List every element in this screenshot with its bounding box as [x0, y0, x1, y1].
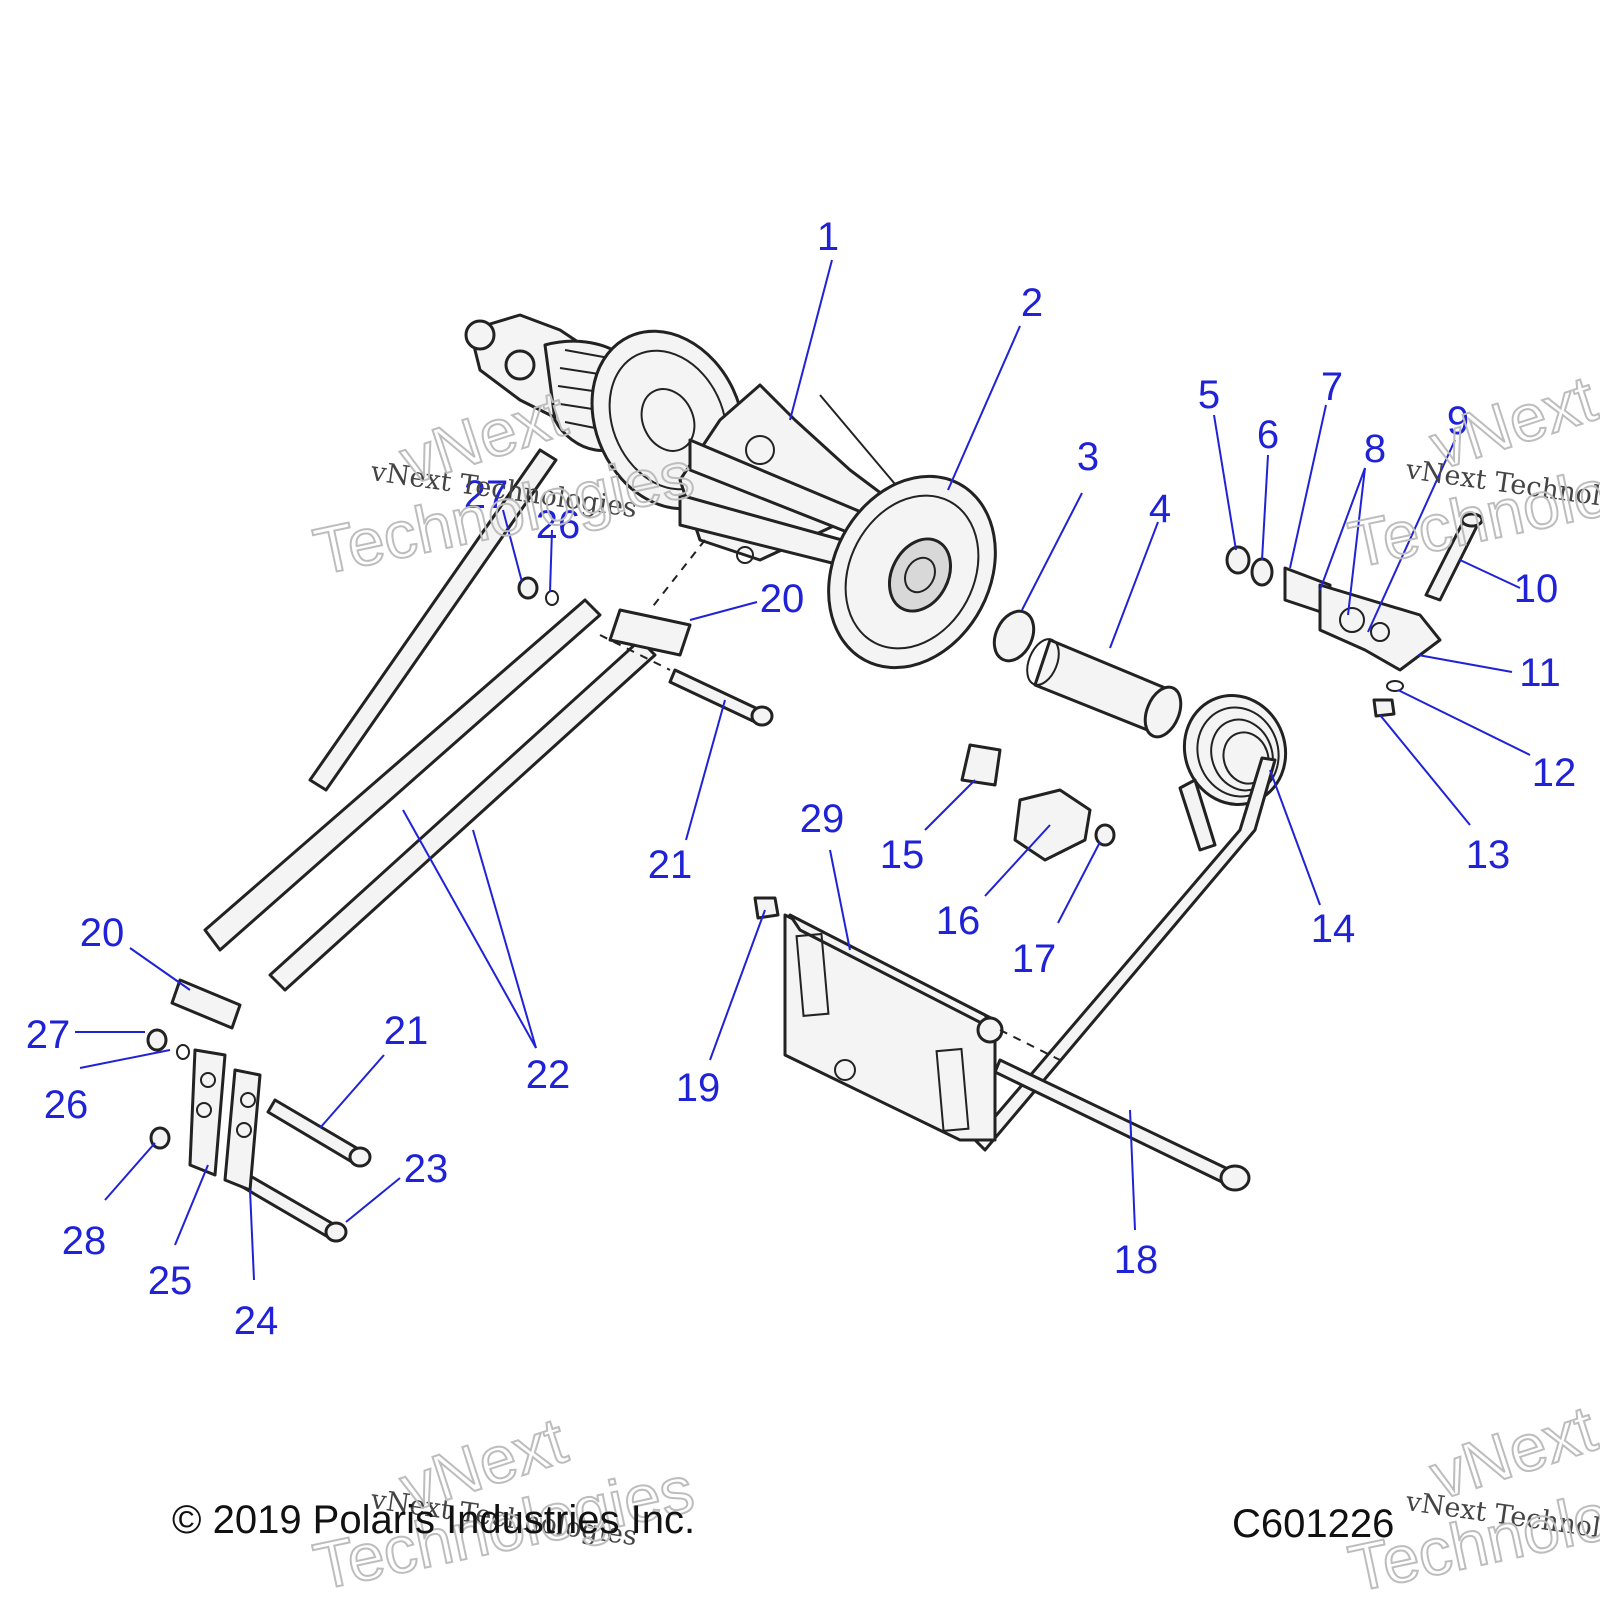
callout-20-upper: 20: [760, 577, 805, 621]
callout-21-upper: 21: [648, 843, 693, 887]
spacer-tube-drawing: [1026, 638, 1183, 739]
callout-22: 22: [526, 1053, 571, 1097]
callout-8: 8: [1364, 427, 1386, 471]
axle-assembly-drawing: [464, 313, 901, 572]
callout-29: 29: [800, 797, 845, 841]
copyright-notice: © 2019 Polaris Industries Inc.: [172, 1498, 695, 1542]
callout-3: 3: [1077, 435, 1099, 479]
callout-6: 6: [1257, 413, 1279, 457]
scissor-frame-drawing: [783, 913, 1004, 1142]
callout-26-lower: 26: [44, 1083, 89, 1127]
washer-drawing: [1094, 823, 1116, 847]
callout-11: 11: [1519, 651, 1561, 695]
centerline-1: [649, 539, 706, 611]
callout-13: 13: [1466, 833, 1511, 877]
long-bolt-drawing: [993, 1058, 1251, 1192]
callout-16: 16: [936, 899, 981, 943]
callout-4: 4: [1149, 487, 1171, 531]
callout-15: 15: [880, 833, 925, 877]
leader-lines: [75, 259, 1531, 1281]
centerline-3: [999, 1029, 1061, 1061]
callout-26-upper: 26: [536, 503, 581, 547]
callout-14: 14: [1311, 907, 1356, 951]
callout-18: 18: [1114, 1238, 1159, 1282]
part-drawings: [146, 313, 1484, 1243]
callout-27-lower: 27: [26, 1013, 71, 1057]
callout-12: 12: [1532, 751, 1577, 795]
callout-5: 5: [1198, 373, 1220, 417]
callout-9: 9: [1447, 399, 1469, 443]
callout-23: 23: [404, 1147, 449, 1191]
figure-id: C601226: [1232, 1502, 1394, 1546]
o-ring-drawing: [992, 609, 1036, 663]
callout-24: 24: [234, 1299, 279, 1343]
callout-25: 25: [148, 1259, 193, 1303]
bushing-drawing: [960, 743, 1002, 787]
centerline-2: [599, 634, 671, 671]
callout-28: 28: [62, 1219, 107, 1263]
callout-2: 2: [1021, 281, 1043, 325]
callout-7: 7: [1321, 365, 1343, 409]
nut-drawing: [753, 896, 780, 920]
callout-19: 19: [676, 1066, 721, 1110]
callout-10: 10: [1514, 567, 1559, 611]
link-arms-drawing: [170, 448, 774, 1243]
idler-wheel-drawing: [827, 474, 997, 670]
callout-27-upper: 27: [464, 473, 509, 517]
callout-1: 1: [817, 215, 839, 259]
lower-link-hardware-drawing: [146, 576, 559, 1192]
callout-20-lower: 20: [80, 911, 125, 955]
callout-17: 17: [1012, 937, 1057, 981]
callout-labels: 1 2 3 4 5 6 7 8 9 10 11 12 13 14 15 16 1…: [26, 215, 1577, 1343]
callout-21-lower: 21: [384, 1009, 429, 1053]
